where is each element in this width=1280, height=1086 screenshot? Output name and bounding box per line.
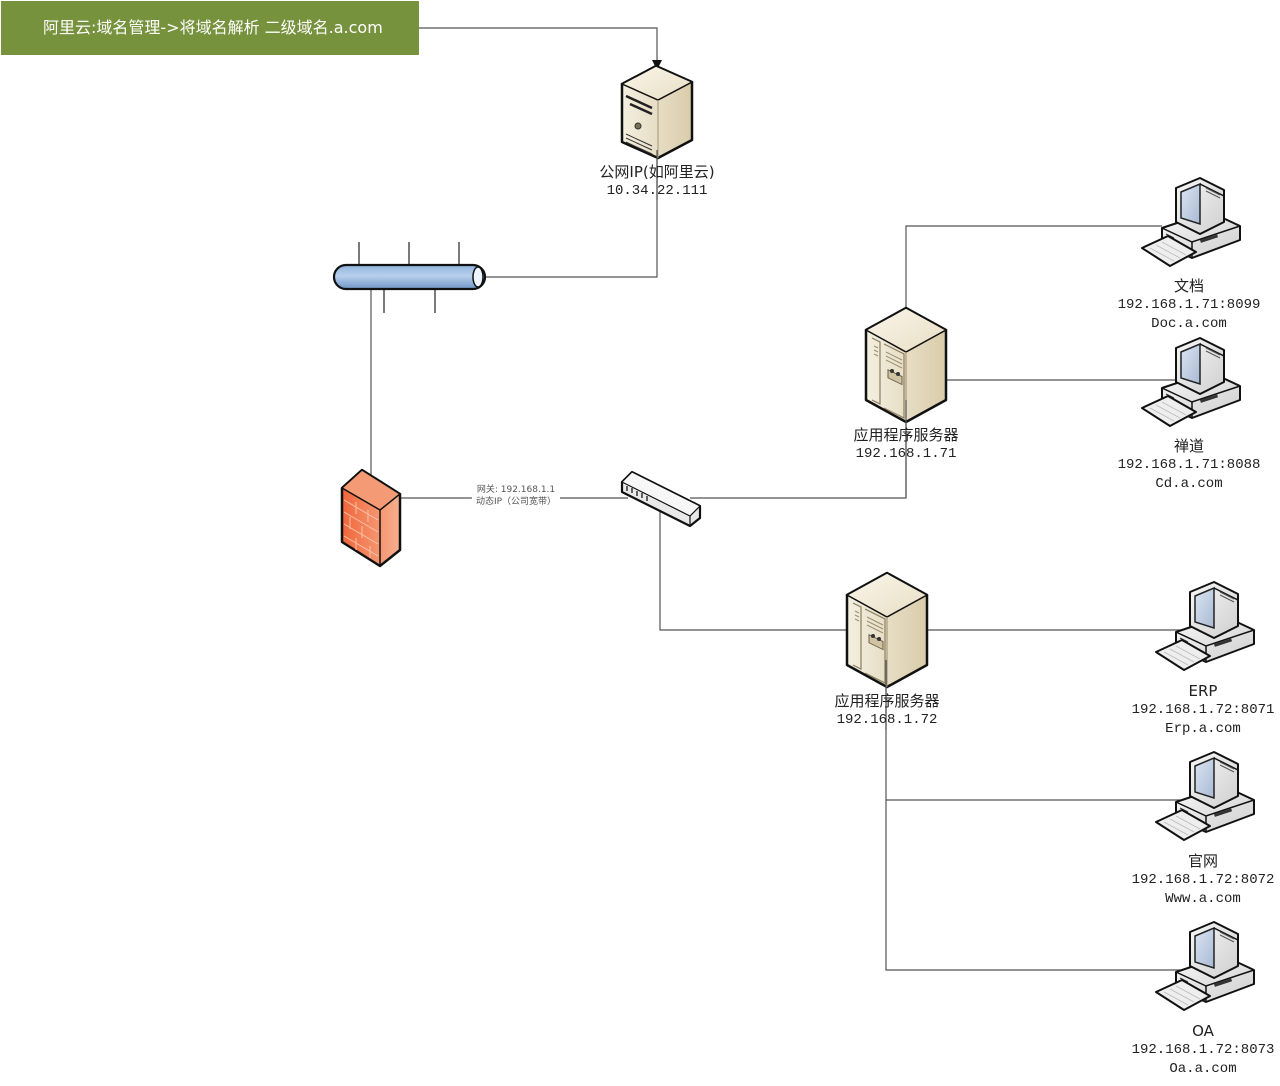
app-server-2-label: 应用程序服务器 192.168.1.72 [834,692,939,730]
client-address: 192.168.1.71:8088 [1117,457,1261,473]
client-address: 192.168.1.72:8071 [1131,702,1275,718]
client-label-chandao: 禅道 192.168.1.71:8088 Cd.a.com [1118,437,1261,494]
client-domain: Www.a.com [1165,891,1241,907]
public-server-ip: 10.34.22.111 [606,183,708,199]
firewall-icon [340,468,402,568]
rack-server-icon [845,571,929,689]
client-address: 192.168.1.71:8099 [1117,297,1261,313]
client-label-oa: OA 192.168.1.72:8073 Oa.a.com [1132,1022,1275,1079]
instruction-banner: 阿里云:域名管理->将域名解析 二级域名.a.com [1,1,419,55]
client-label-erp: ERP 192.168.1.72:8071 Erp.a.com [1132,682,1275,739]
switch-to-server2-line [659,510,848,631]
client-label-doc: 文档 192.168.1.71:8099 Doc.a.com [1118,277,1261,334]
desktop-computer-icon [1155,751,1255,841]
client-label-www: 官网 192.168.1.72:8072 Www.a.com [1132,852,1275,909]
network-switch-icon [620,470,702,528]
client-name: ERP [1188,682,1218,700]
desktop-computer-icon [1155,921,1255,1011]
gateway-type: 动态IP（公司宽带） [475,497,557,507]
desktop-computer-icon [1155,581,1255,671]
client-name: 禅道 [1173,437,1205,455]
app-server-1-ip: 192.168.1.71 [855,446,957,462]
app-server-1-label: 应用程序服务器 192.168.1.71 [853,426,958,464]
client-address: 192.168.1.72:8072 [1131,872,1275,888]
client-domain: Oa.a.com [1169,1061,1237,1077]
desktop-computer-icon [1141,177,1241,267]
banner-to-public-server-line [419,27,658,62]
app-server-1-name: 应用程序服务器 [853,426,959,444]
client-name: 官网 [1187,852,1219,870]
client-address: 192.168.1.72:8073 [1131,1042,1275,1058]
network-bus-icon [332,242,487,313]
client-name: 文档 [1173,277,1205,295]
arrowhead-icon [652,60,662,70]
server2-to-oa-line [885,640,1180,971]
client-domain: Erp.a.com [1165,721,1241,737]
gateway-ip: 网关: 192.168.1.1 [476,485,556,495]
client-name: OA [1192,1022,1214,1040]
public-server-label: 公网IP(如阿里云) 10.34.22.111 [599,163,714,201]
client-domain: Doc.a.com [1151,316,1227,332]
gateway-link-label: 网关: 192.168.1.1 动态IP（公司宽带） [471,484,561,508]
public-server-name: 公网IP(如阿里云) [599,163,715,181]
app-server-2-ip: 192.168.1.72 [836,712,938,728]
app-server-2-name: 应用程序服务器 [834,692,940,710]
tower-server-icon [620,64,694,160]
client-domain: Cd.a.com [1155,476,1223,492]
desktop-computer-icon [1141,337,1241,427]
